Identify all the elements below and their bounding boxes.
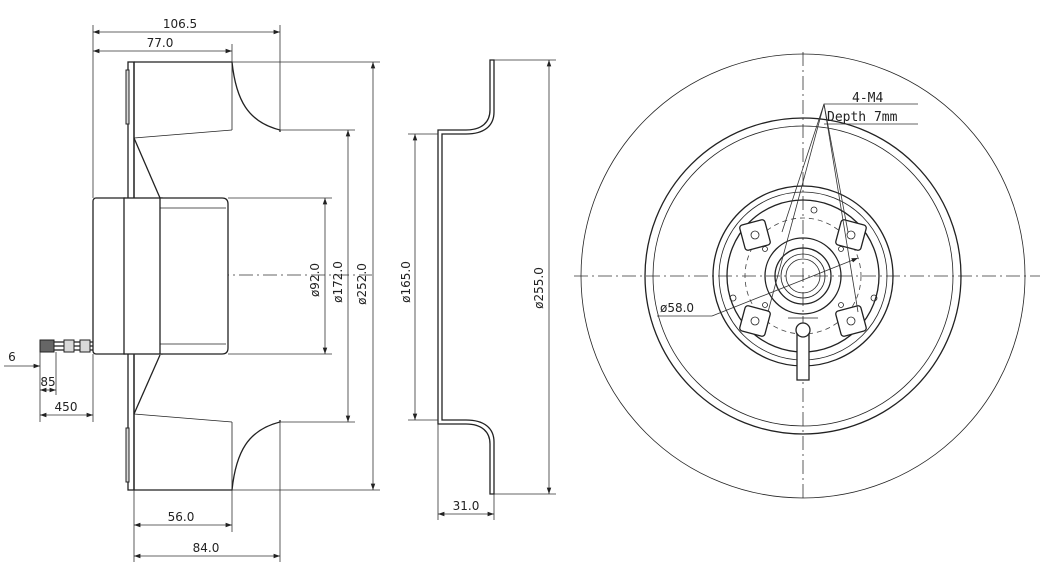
shaft-circle <box>774 247 832 305</box>
inlet-ring-profile <box>437 59 495 495</box>
motor-rotor <box>159 197 229 355</box>
dim-hub-diameter: ø92.0 <box>308 263 322 297</box>
note-thread-spec: 4-M4 <box>852 91 883 106</box>
wire-leads <box>39 339 93 353</box>
dim-inlet-diameter: ø172.0 <box>331 261 345 303</box>
front-view: 4-M4 Depth 7mm ø58.0 <box>574 52 1040 500</box>
dim-wire-6: 6 <box>8 350 16 364</box>
impeller-outer-circle <box>580 53 1026 499</box>
dim-bottom-84: 84.0 <box>193 541 220 555</box>
dim-bottom-56: 56.0 <box>168 510 195 524</box>
motor-body <box>123 197 163 355</box>
dim-ring-inner-diameter: ø165.0 <box>399 261 413 303</box>
dim-wire-450: 450 <box>55 400 78 414</box>
impeller-blade-lower <box>134 420 281 491</box>
dim-ring-depth: 31.0 <box>453 499 480 513</box>
inlet-outer-circle <box>644 117 962 435</box>
dim-mount-diameter: ø58.0 <box>660 301 694 315</box>
note-thread-depth: Depth 7mm <box>827 110 898 125</box>
side-view: 106.5 77.0 ø92.0 ø172.0 ø252.0 6 85 450 … <box>4 17 380 562</box>
mounting-lugs <box>729 206 878 337</box>
dim-ring-outer-diameter: ø255.0 <box>532 267 546 309</box>
motor-rear <box>92 197 129 355</box>
dim-wire-85: 85 <box>40 375 55 389</box>
inlet-ring-section: ø165.0 ø255.0 31.0 <box>399 59 556 520</box>
dim-impeller-depth: 77.0 <box>147 36 174 50</box>
dim-overall-depth: 106.5 <box>163 17 197 31</box>
dim-impeller-diameter: ø252.0 <box>355 263 369 305</box>
impeller-blade-upper <box>134 61 281 132</box>
